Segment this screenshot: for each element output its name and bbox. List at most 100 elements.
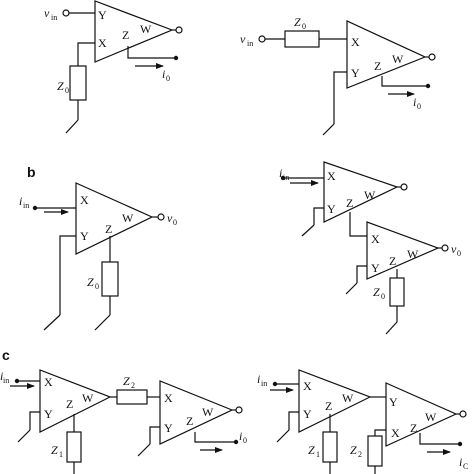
circuit-a2: v in Z 0 X Y Z W i 0 [240, 15, 436, 136]
impedance-z2 [116, 389, 148, 405]
input-terminal [258, 35, 266, 43]
impedance-sub: 1 [316, 450, 320, 459]
pin-y: Y [164, 421, 173, 435]
pin-w: W [342, 391, 354, 405]
impedance-sub: 0 [65, 86, 69, 95]
input-current-sub: in [23, 201, 29, 210]
impedance-z0 [284, 30, 320, 48]
pin-y: Y [98, 8, 107, 22]
input-current-sub: in [283, 173, 289, 182]
pin-z: Z [410, 421, 417, 435]
impedance-label: Z [57, 79, 64, 93]
impedance-label: Z [51, 443, 58, 457]
impedance-z0 [101, 261, 119, 297]
output-current-sub: C [463, 462, 468, 471]
output-terminal [400, 183, 408, 191]
impedance-sub: 0 [381, 292, 385, 301]
impedance-label: Z [294, 15, 301, 29]
circuit-a1: v in Y X Z W Z 0 i 0 [44, 0, 183, 134]
pin-z: Z [389, 254, 396, 268]
pin-y: Y [371, 261, 380, 275]
input-current-label: i [279, 166, 282, 180]
pin-w: W [364, 188, 376, 202]
pin-x: X [391, 426, 400, 440]
output-terminal [441, 244, 449, 252]
pin-w: W [202, 405, 214, 419]
impedance-z0 [69, 65, 87, 101]
output-terminal [157, 213, 165, 221]
input-current-sub: in [261, 379, 267, 388]
pin-w: W [407, 247, 419, 261]
pin-y: Y [389, 395, 398, 409]
input-current-label: i [19, 194, 22, 208]
impedance-label: Z [87, 275, 94, 289]
impedance-z1 [66, 431, 82, 463]
section-label-c: c [2, 347, 10, 363]
circuit-b1: i in X Y Z W v 0 Z 0 [19, 182, 177, 331]
output-current-label: i [413, 95, 416, 109]
output-voltage-sub: 0 [457, 249, 461, 258]
amplifier-c2-stage2 [385, 382, 458, 447]
pin-y: Y [80, 229, 89, 243]
pin-y: Y [327, 202, 336, 216]
amplifier-b2-stage2 [366, 221, 440, 280]
amplifier-c2-stage1 [298, 369, 372, 433]
impedance-z0 [389, 277, 405, 307]
pin-z: Z [186, 414, 193, 428]
impedance-label: Z [308, 443, 315, 457]
pin-x: X [303, 379, 312, 393]
pin-z: Z [122, 28, 129, 42]
pin-x: X [44, 375, 53, 389]
impedance-sub: 2 [358, 450, 362, 459]
pin-w: W [425, 410, 437, 424]
amplifier-c1-stage2 [159, 380, 234, 445]
output-current-sub: 0 [417, 102, 421, 111]
amplifier-b1 [75, 182, 154, 255]
pin-x: X [371, 232, 380, 246]
output-current-label: i [162, 67, 165, 81]
impedance-sub: 0 [302, 22, 306, 31]
input-label-v: v [240, 32, 246, 46]
pin-w: W [140, 22, 152, 36]
pin-w: W [392, 52, 404, 66]
amplifier-a2 [346, 20, 427, 89]
section-label-b: b [27, 164, 36, 180]
output-voltage-sub: 0 [173, 218, 177, 227]
input-sub-in: in [247, 39, 253, 48]
impedance-label: Z [350, 443, 357, 457]
impedance-sub: 1 [59, 450, 63, 459]
input-terminal [62, 9, 70, 17]
input-current-label: i [0, 369, 3, 383]
pin-x: X [98, 36, 107, 50]
impedance-sub: 0 [95, 282, 99, 291]
amplifier-c1-stage1 [39, 369, 112, 433]
input-current-label: i [257, 372, 260, 386]
pin-x: X [351, 35, 360, 49]
pin-z: Z [346, 196, 353, 210]
pin-z: Z [374, 59, 381, 73]
input-sub-in: in [51, 13, 57, 22]
input-current-sub: in [3, 376, 9, 385]
impedance-z1 [322, 431, 338, 463]
impedance-label: Z [123, 374, 130, 388]
output-current-label: i [239, 429, 242, 443]
pin-z: Z [105, 222, 112, 236]
impedance-z2 [367, 435, 383, 467]
output-voltage-label: v [451, 242, 457, 256]
output-terminal [235, 406, 243, 414]
circuit-c1: i in X Y Z W Z 1 Z 2 X Y Z W i 0 [0, 369, 247, 474]
pin-y: Y [44, 407, 53, 421]
pin-w: W [82, 391, 94, 405]
output-voltage-label: v [167, 211, 173, 225]
output-current-label: i [459, 455, 462, 469]
circuit-c2: i in X Y Z W Z 1 Y X Z W Z 2 i C [257, 369, 468, 474]
pin-y: Y [351, 66, 360, 80]
pin-x: X [80, 193, 89, 207]
pin-x: X [327, 169, 336, 183]
amplifier-b2-stage1 [323, 161, 399, 223]
pin-x: X [164, 391, 173, 405]
pin-w: W [122, 211, 134, 225]
impedance-sub: 2 [131, 381, 135, 390]
output-current-sub: 0 [243, 436, 247, 445]
